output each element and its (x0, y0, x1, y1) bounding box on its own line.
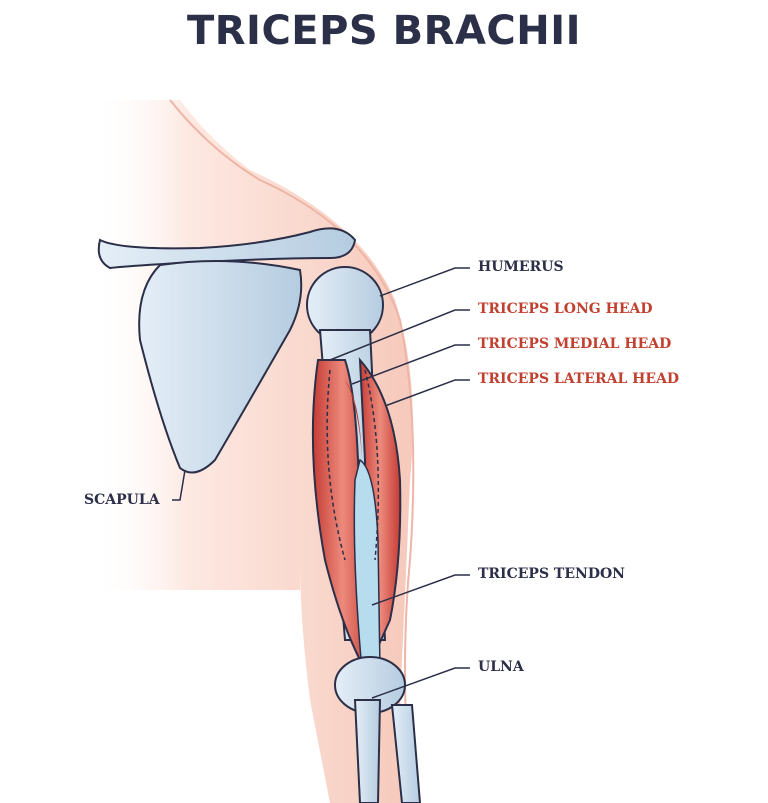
diagram-title: TRICEPS BRACHII (186, 8, 582, 54)
label-ulna: ULNA (478, 659, 524, 675)
label-triceps-medial-head: TRICEPS MEDIAL HEAD (478, 336, 672, 352)
scapula-bone (138, 260, 303, 474)
clavicle-bone (97, 227, 357, 270)
label-triceps-lateral-head: TRICEPS LATERAL HEAD (478, 371, 680, 387)
label-triceps-tendon: TRICEPS TENDON (478, 566, 625, 582)
label-humerus: HUMERUS (478, 259, 564, 275)
label-scapula: SCAPULA (84, 492, 160, 508)
ulna-bone (353, 699, 382, 803)
label-triceps-long-head: TRICEPS LONG HEAD (478, 301, 653, 317)
leader-lines (172, 267, 470, 699)
radius-bone (390, 704, 422, 803)
